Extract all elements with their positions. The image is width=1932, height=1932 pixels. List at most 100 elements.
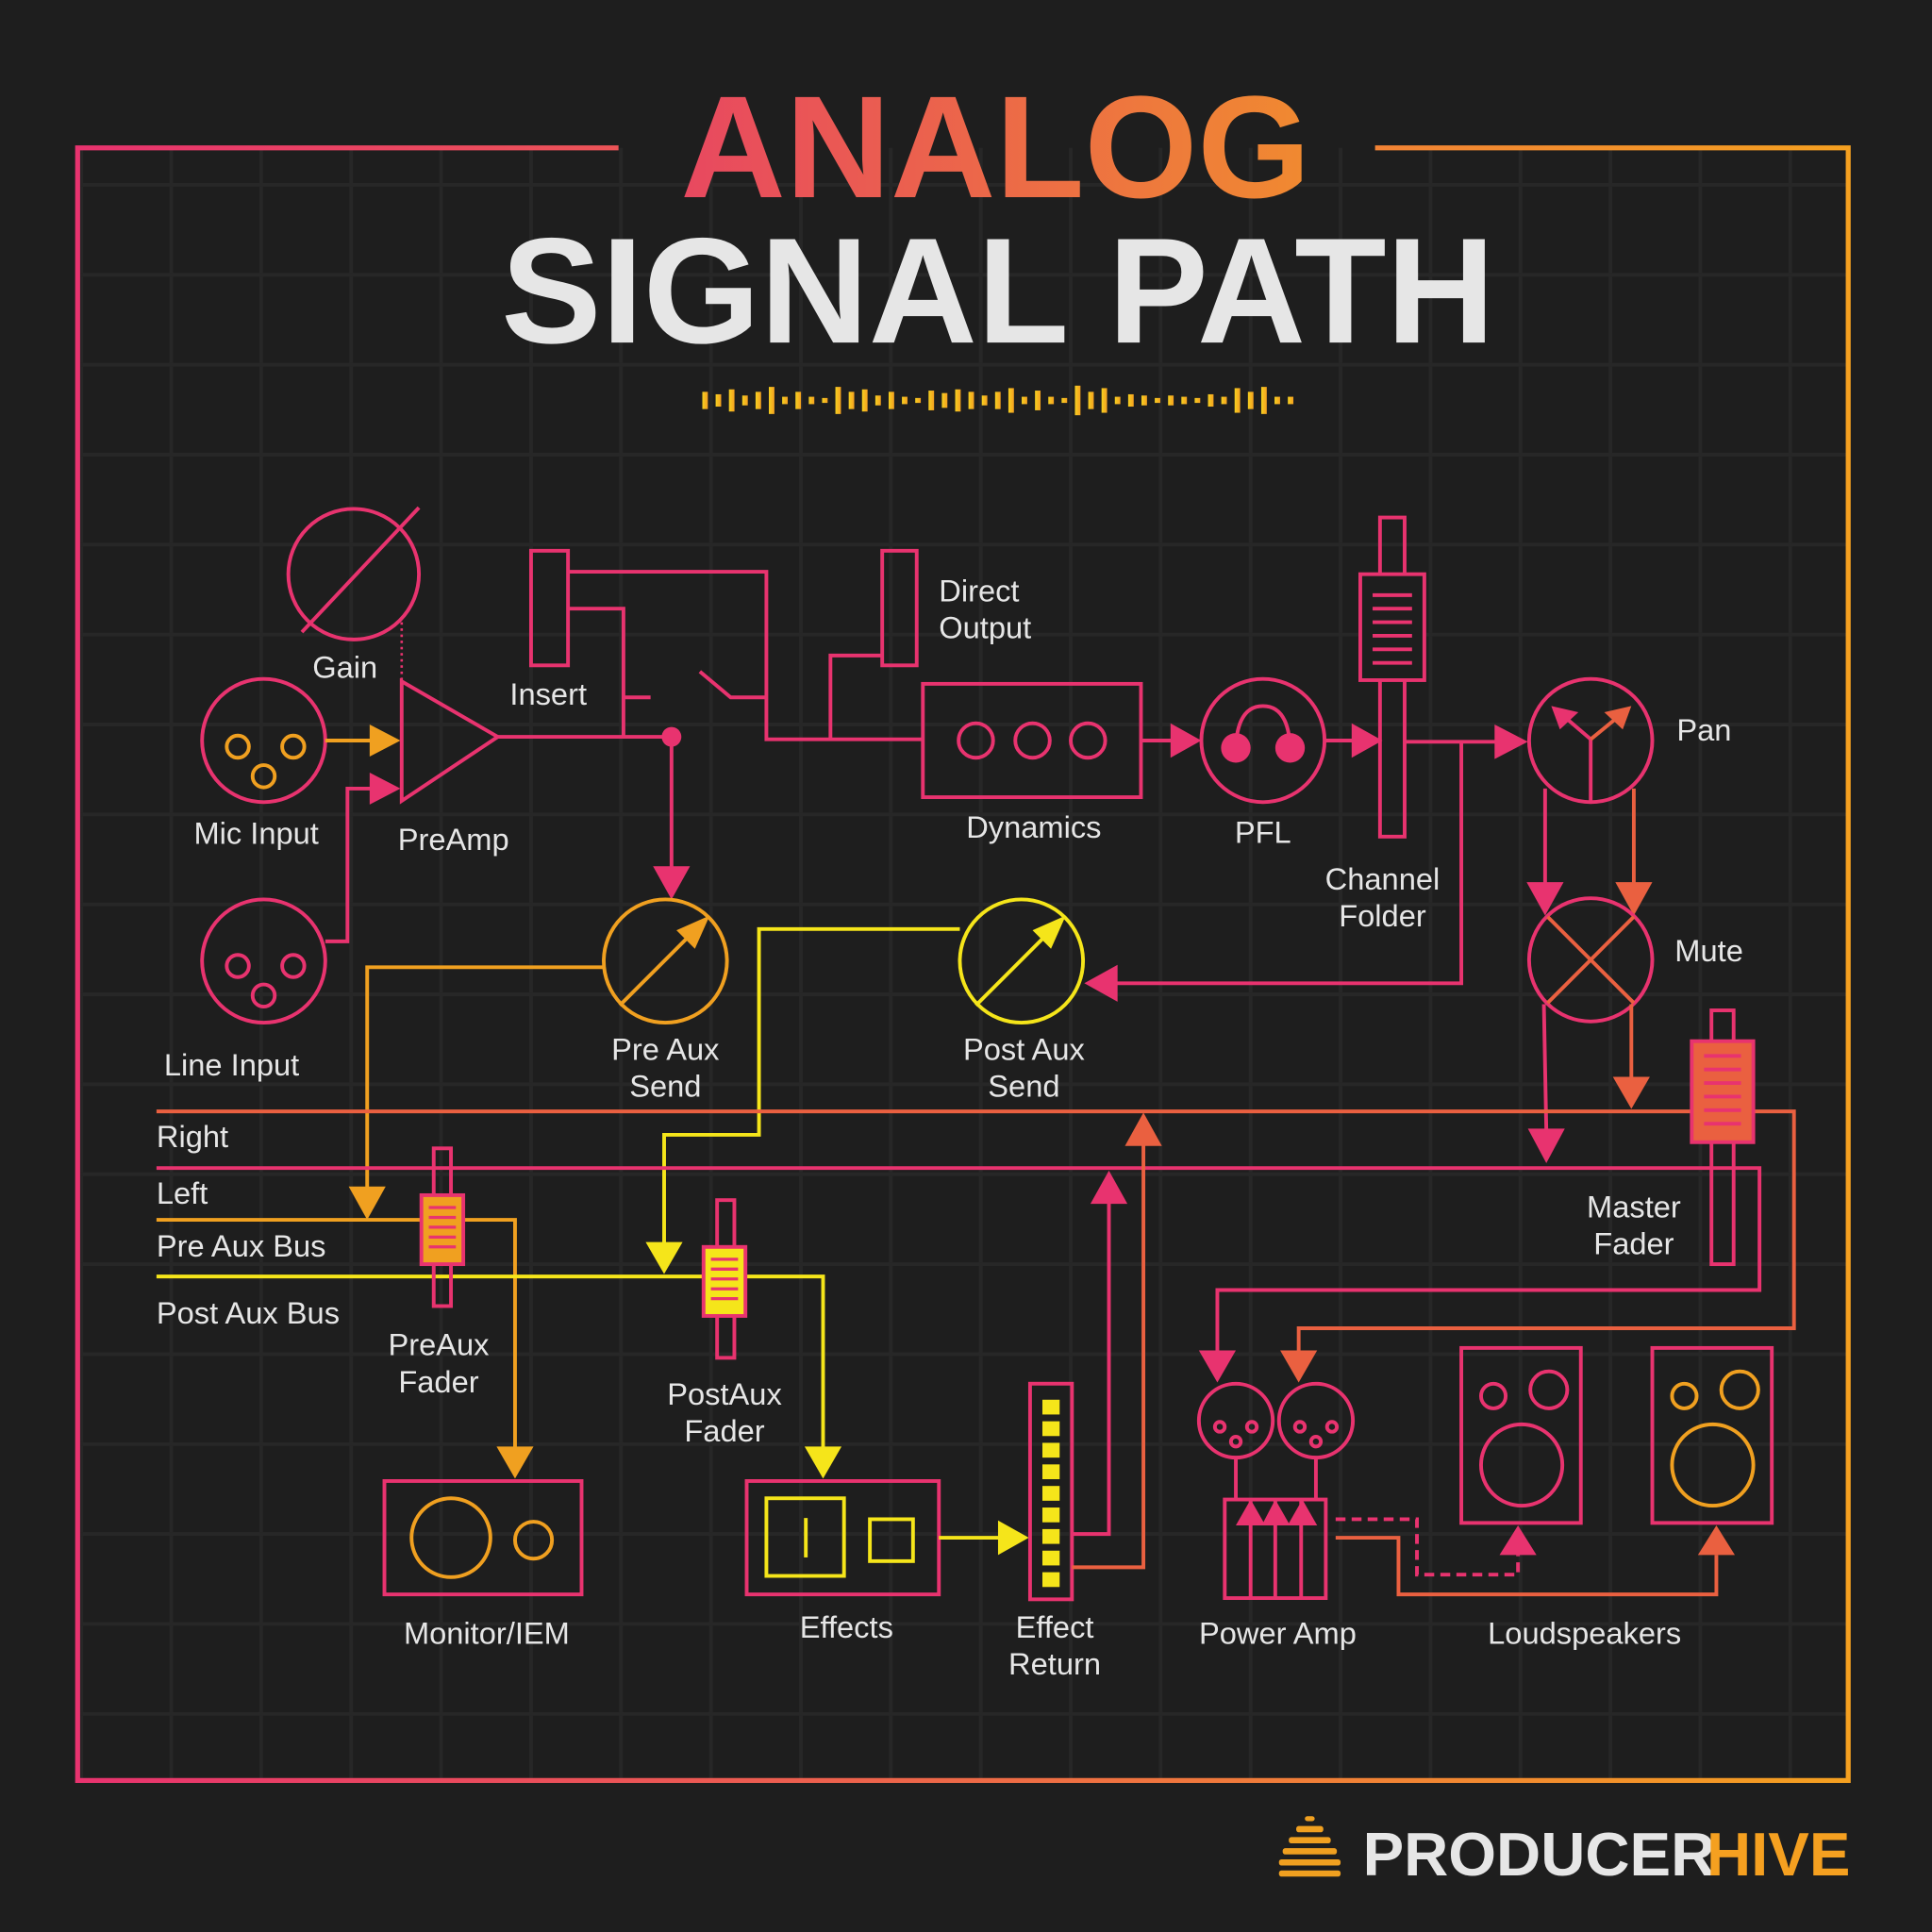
waveform-bar bbox=[822, 397, 828, 404]
effect-return-label-2: Return bbox=[1008, 1646, 1101, 1681]
postaux-fader bbox=[701, 1198, 748, 1360]
waveform-bar bbox=[769, 387, 774, 414]
waveform-bar bbox=[1288, 396, 1294, 405]
waveform-bar bbox=[782, 396, 789, 405]
meter-segment bbox=[1041, 1550, 1060, 1566]
gain-label: Gain bbox=[312, 649, 377, 684]
power-amp-icon bbox=[1196, 1381, 1736, 1600]
waveform-bar bbox=[1168, 395, 1174, 406]
logo-producer: PRODUCER bbox=[1363, 1820, 1716, 1889]
effects-unit-icon bbox=[744, 1478, 1029, 1597]
waveform-bar bbox=[1074, 385, 1081, 416]
pfl-headphones-icon bbox=[1199, 676, 1383, 805]
waveform-bar bbox=[715, 393, 722, 408]
postaux-fader-label-1: PostAux bbox=[667, 1376, 782, 1411]
waveform-bar bbox=[994, 391, 1001, 409]
waveform-bar bbox=[1088, 391, 1094, 409]
waveform-bar bbox=[874, 395, 881, 406]
waveform-bar bbox=[1022, 396, 1027, 405]
waveform-bar bbox=[702, 391, 708, 409]
waveform-bar bbox=[1061, 397, 1068, 404]
monitor-iem-icon bbox=[382, 1478, 584, 1597]
waveform-bar bbox=[1181, 396, 1188, 405]
preamp-triangle bbox=[399, 677, 502, 805]
waveform-bar bbox=[1008, 388, 1014, 413]
waveform-bar bbox=[1274, 396, 1280, 405]
waveform-bar bbox=[741, 395, 748, 406]
master-fader-label-2: Fader bbox=[1593, 1226, 1674, 1261]
waveform-bar bbox=[755, 391, 761, 409]
waveform-bar bbox=[915, 397, 922, 404]
waveform-bar bbox=[1114, 396, 1121, 405]
post-aux-send-knob bbox=[645, 897, 1086, 1274]
right-bus-label: Right bbox=[157, 1119, 228, 1154]
waveform-bar bbox=[848, 391, 855, 409]
left-bus-label: Left bbox=[157, 1175, 208, 1210]
waveform-bar bbox=[1260, 387, 1267, 414]
pfl-label: PFL bbox=[1235, 814, 1291, 849]
waveform-bar bbox=[1194, 397, 1201, 404]
waveform-bar bbox=[1101, 388, 1108, 413]
logo-hive: HIVE bbox=[1707, 1820, 1850, 1889]
waveform-bar bbox=[795, 391, 802, 409]
pre-aux-send-knob bbox=[348, 897, 729, 1221]
channel-fader bbox=[1084, 515, 1528, 1002]
insert-routing bbox=[497, 548, 922, 900]
waveform-bar bbox=[1141, 395, 1147, 406]
preaux-fader-label-1: PreAux bbox=[388, 1327, 489, 1362]
meter-segment bbox=[1041, 1572, 1060, 1588]
waveform-bar bbox=[1247, 391, 1254, 409]
meter-segment bbox=[1041, 1528, 1060, 1544]
gain-knob bbox=[286, 506, 422, 680]
waveform-bar bbox=[902, 396, 908, 405]
master-fader-label-1: Master bbox=[1587, 1189, 1681, 1224]
loudspeaker-icon-1 bbox=[1459, 1345, 1583, 1525]
waveform-bar bbox=[835, 387, 841, 414]
mute-icon bbox=[1526, 896, 1655, 1163]
direct-output-label-2: Output bbox=[939, 610, 1031, 645]
pan-icon bbox=[1526, 676, 1655, 916]
pre-aux-send-label-2: Send bbox=[629, 1068, 701, 1103]
waveform-bar bbox=[1127, 393, 1134, 408]
mic-input-xlr-icon bbox=[200, 676, 401, 805]
loudspeaker-icon-2 bbox=[1650, 1345, 1774, 1525]
channel-fader-label-1: Channel bbox=[1325, 861, 1441, 896]
meter-segment bbox=[1041, 1507, 1060, 1523]
waveform-bar bbox=[1221, 396, 1227, 405]
hive-icon bbox=[1278, 1816, 1341, 1877]
master-fader bbox=[1690, 1008, 1756, 1267]
waveform-bar bbox=[728, 389, 735, 412]
waveform-bar bbox=[968, 391, 974, 409]
waveform-bar bbox=[808, 396, 815, 405]
preaux-fader bbox=[419, 1146, 466, 1308]
line-input-xlr-icon bbox=[200, 772, 401, 1025]
waveform-bar bbox=[861, 389, 868, 412]
waveform-bar bbox=[1048, 396, 1055, 405]
channel-fader-label-2: Folder bbox=[1339, 898, 1426, 933]
meter-segment bbox=[1041, 1442, 1060, 1458]
waveform-bar bbox=[981, 395, 988, 406]
frame-border bbox=[75, 145, 1851, 1783]
postaux-fader-label-2: Fader bbox=[684, 1413, 764, 1448]
waveform-decoration bbox=[702, 385, 1294, 416]
title-analog: ANALOG bbox=[680, 65, 1310, 228]
waveform-bar bbox=[1155, 397, 1160, 404]
waveform-bar bbox=[941, 392, 948, 408]
effect-return-meter bbox=[1027, 1112, 1162, 1602]
pre-aux-send-label-1: Pre Aux bbox=[611, 1031, 719, 1066]
waveform-bar bbox=[928, 391, 935, 410]
meter-segment bbox=[1041, 1421, 1060, 1437]
title-signal-path: SIGNAL PATH bbox=[501, 207, 1494, 375]
dynamics-box bbox=[921, 681, 1202, 800]
pan-label: Pan bbox=[1676, 712, 1731, 747]
loudspeakers-label: Loudspeakers bbox=[1488, 1615, 1681, 1650]
pre-aux-bus-label: Pre Aux Bus bbox=[157, 1228, 326, 1263]
line-input-label: Line Input bbox=[164, 1047, 299, 1082]
power-amp-label: Power Amp bbox=[1199, 1615, 1357, 1650]
mic-input-label: Mic Input bbox=[193, 816, 318, 851]
insert-label: Insert bbox=[509, 676, 587, 711]
waveform-bar bbox=[1208, 393, 1214, 408]
post-aux-send-label-2: Send bbox=[988, 1068, 1059, 1103]
meter-segment bbox=[1041, 1399, 1060, 1415]
